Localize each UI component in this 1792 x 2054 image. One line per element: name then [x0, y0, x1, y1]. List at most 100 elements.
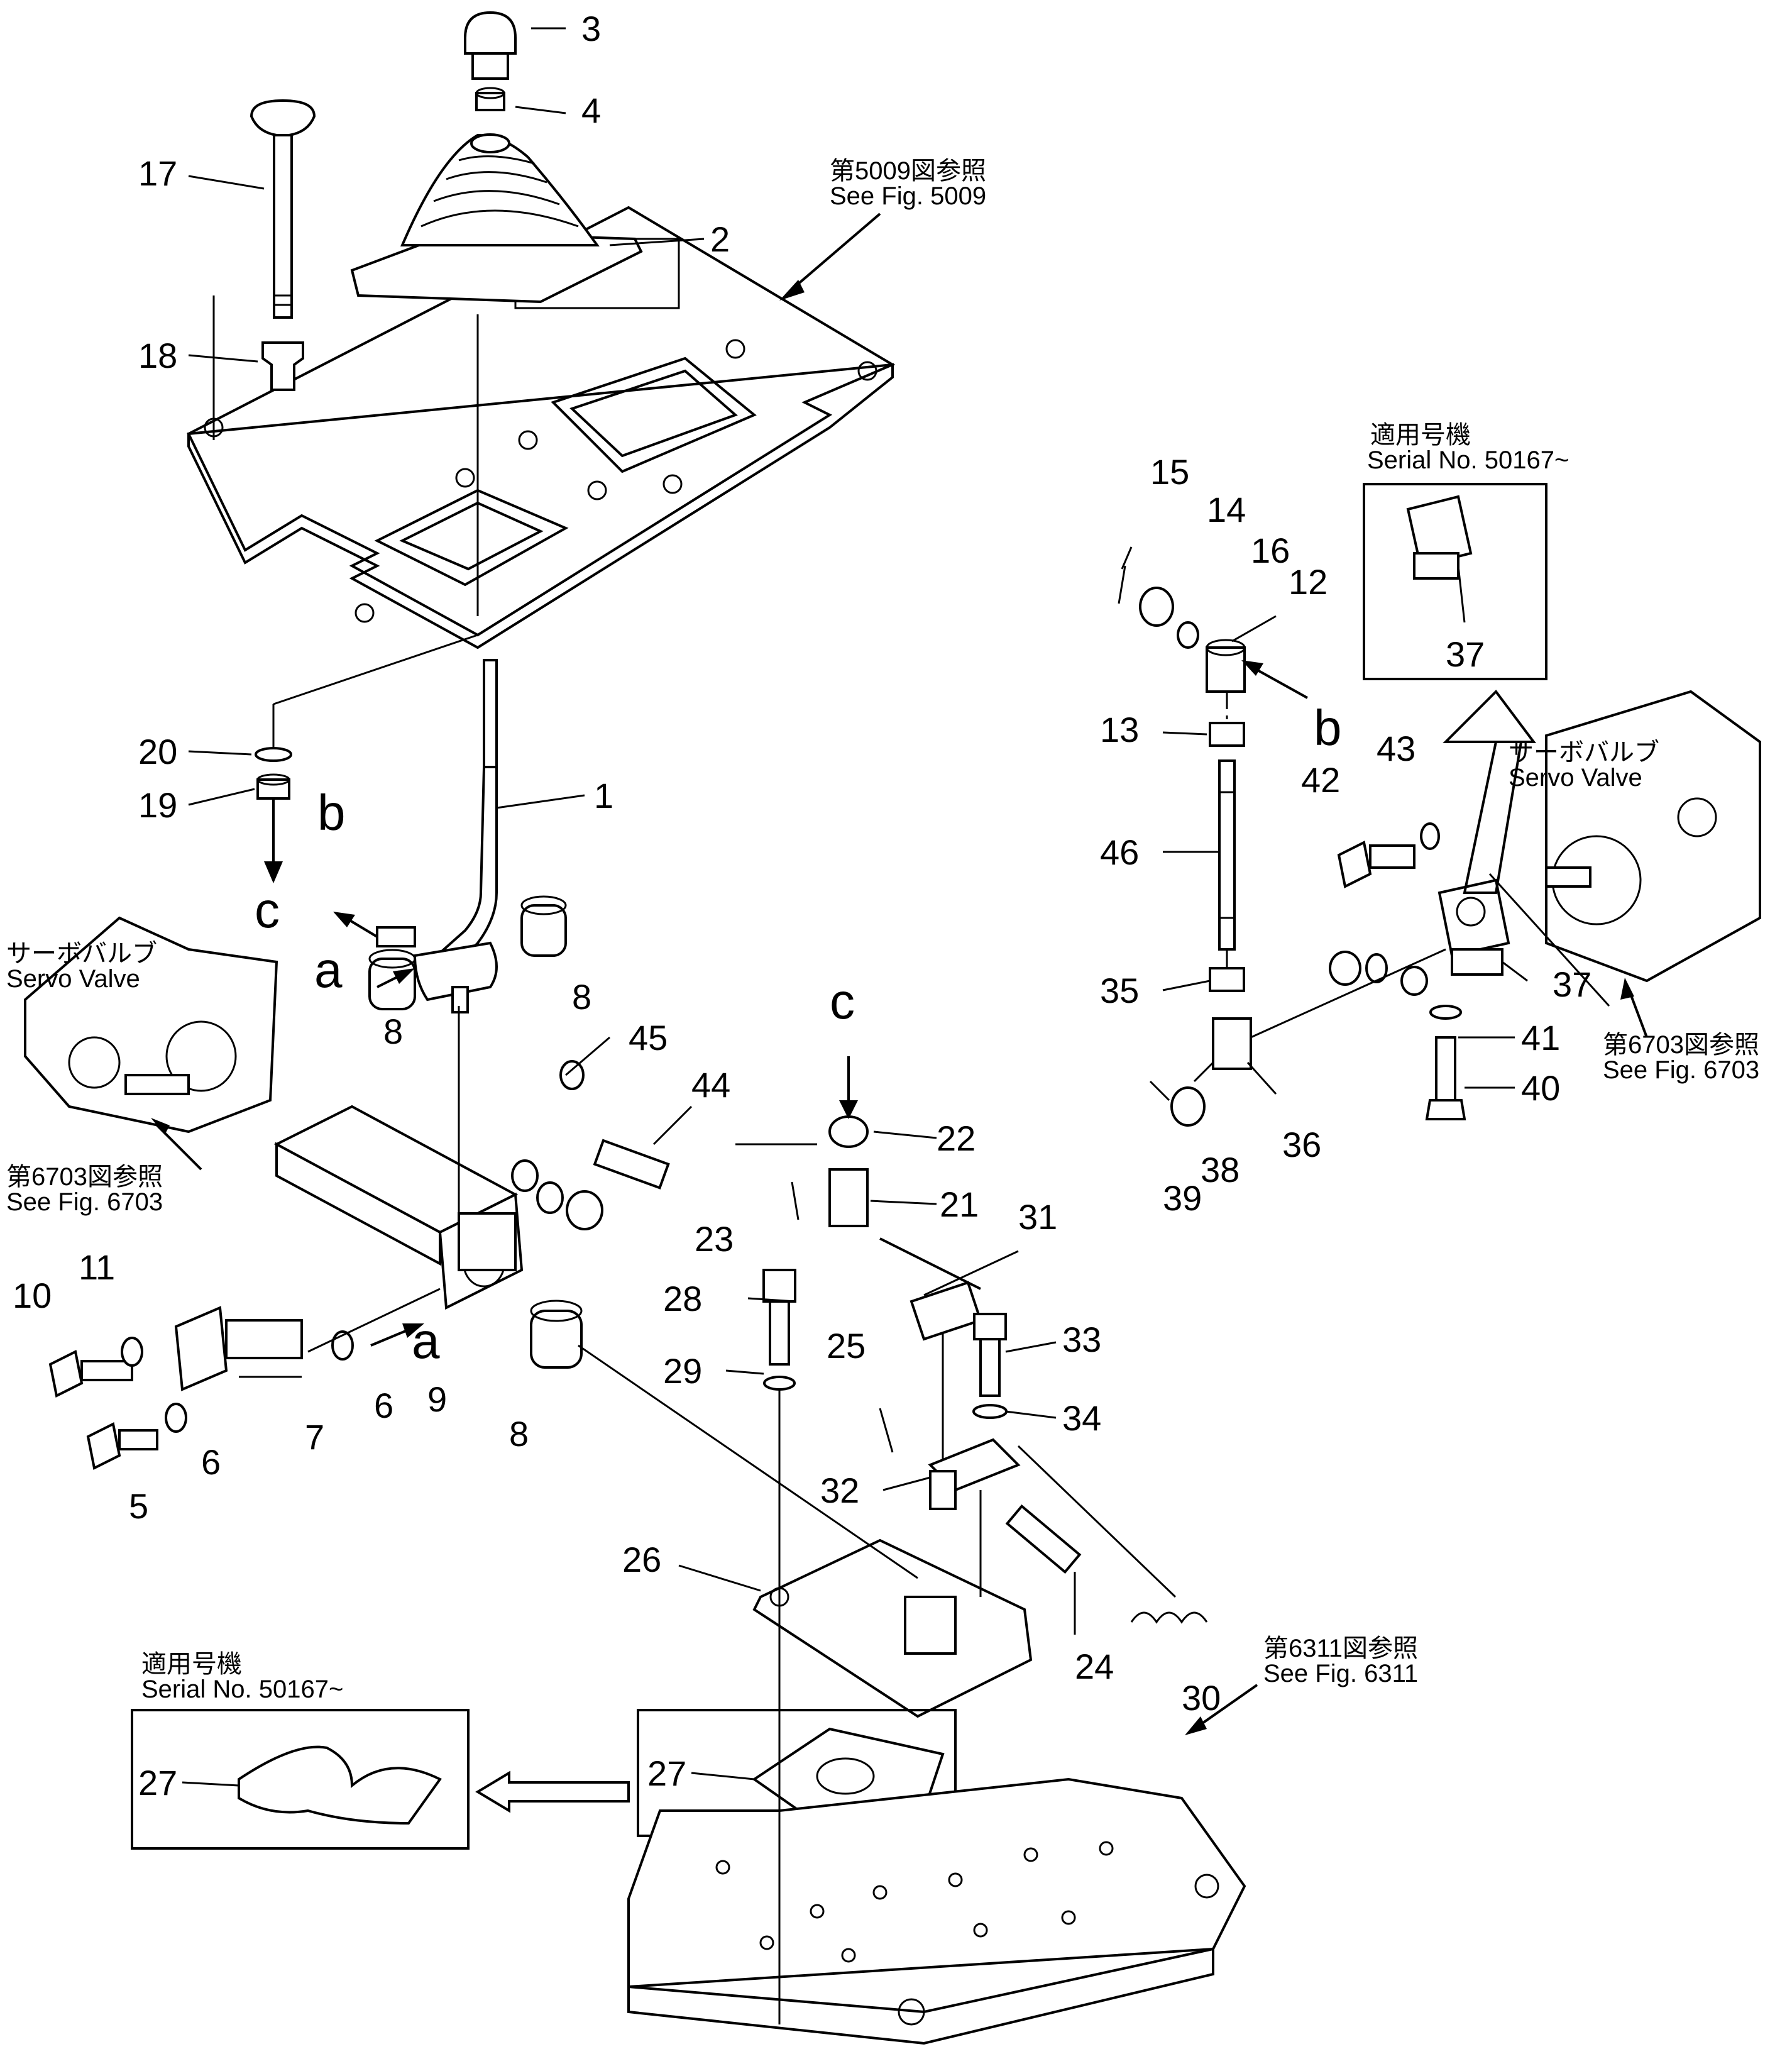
label-39: 39 [1163, 1178, 1202, 1218]
label-40: 40 [1521, 1068, 1560, 1108]
label-34: 34 [1062, 1398, 1101, 1438]
label-41: 41 [1521, 1018, 1560, 1057]
leader-lines [182, 27, 1528, 1787]
label-20: 20 [138, 732, 177, 771]
serial-right-jp: 適用号機 [1370, 421, 1471, 449]
label-1: 1 [594, 776, 613, 815]
label-27-center: 27 [647, 1753, 686, 1793]
cotter-pin-23 [791, 1181, 800, 1220]
bolt-10 [48, 1350, 133, 1398]
washer-right [1400, 966, 1428, 996]
washer-45 [559, 1060, 585, 1090]
label-4: 4 [581, 91, 601, 130]
label-6-b: 6 [374, 1386, 393, 1425]
label-16: 16 [1251, 531, 1290, 570]
washer-small [511, 1159, 539, 1192]
label-18: 18 [138, 336, 177, 375]
block-21 [828, 1168, 869, 1227]
label-42: 42 [1301, 760, 1340, 800]
console-plate [187, 206, 896, 649]
label-6-a: 6 [201, 1442, 221, 1482]
label-27-left: 27 [138, 1763, 177, 1803]
label-12: 12 [1289, 562, 1328, 602]
label-8-b: 8 [383, 1012, 403, 1051]
label-29: 29 [663, 1351, 702, 1391]
collar-18 [261, 341, 304, 391]
letter-a-left: a [314, 942, 343, 998]
arrows [151, 213, 1648, 1735]
letter-b-left: b [317, 785, 346, 841]
bracket-37 [1437, 878, 1510, 976]
shift-lever-boot [350, 133, 643, 304]
label-10: 10 [13, 1276, 52, 1315]
label-46: 46 [1100, 832, 1139, 872]
label-9: 9 [427, 1379, 447, 1419]
assembly-lines [239, 634, 1610, 2024]
washer-16 [1177, 621, 1199, 649]
label-26: 26 [622, 1540, 661, 1579]
nut-right [1329, 951, 1361, 986]
servo-valve-left [24, 916, 278, 1134]
valve-body [627, 1777, 1246, 2045]
nut-14 [1139, 587, 1174, 627]
serial-left-jp: 適用号機 [141, 1650, 242, 1678]
nut-22 [828, 1115, 869, 1148]
servo-right-jp: サーボバルブ [1509, 739, 1659, 766]
label-36: 36 [1282, 1125, 1321, 1164]
bolt-42 [1337, 841, 1415, 888]
inset-serial-right [1363, 483, 1547, 680]
label-31: 30 [1182, 1678, 1221, 1718]
label-30: 31 [1018, 1197, 1057, 1237]
reference-notes: 第5009図参照 See Fig. 5009 サーボバルブ Servo Valv… [6, 157, 1759, 1703]
label-37: 37 [1553, 964, 1591, 1004]
hollow-arrow-up-head [1443, 689, 1536, 743]
cotter-pin-39 [1149, 1080, 1170, 1102]
ref-6703-right-jp: 第6703図参照 [1603, 1031, 1759, 1059]
letter-a-bottom: a [412, 1313, 440, 1369]
label-28: 28 [663, 1279, 702, 1318]
servo-left-en: Servo Valve [6, 965, 140, 993]
lever-32 [928, 1438, 1021, 1510]
label-45: 45 [629, 1018, 668, 1057]
lever-30 [879, 1237, 982, 1341]
label-44: 44 [691, 1065, 730, 1105]
bracket-9 [273, 1105, 524, 1310]
label-2: 2 [710, 219, 730, 259]
label-37-inset: 37 [1446, 634, 1485, 674]
bolt-33 [973, 1313, 1007, 1397]
ref-6703-left-jp: 第6703図参照 [6, 1163, 163, 1191]
washer-43 [1420, 822, 1440, 850]
rod-end-36 [1212, 1017, 1252, 1070]
ref-6311-en: See Fig. 6311 [1263, 1660, 1418, 1687]
label-38: 38 [1201, 1150, 1240, 1190]
bolt-28 [762, 1269, 796, 1366]
ref-6703-left-en: See Fig. 6703 [6, 1188, 163, 1216]
label-43: 43 [1377, 729, 1415, 768]
lever-rod-17 [250, 99, 316, 319]
label-35: 35 [1100, 971, 1139, 1010]
ref-5009-jp: 第5009図参照 [830, 157, 986, 185]
nut-38 [1170, 1086, 1206, 1127]
serial-right-en: Serial No. 50167~ [1367, 446, 1569, 474]
washer-34 [972, 1404, 1008, 1419]
label-22: 22 [937, 1118, 976, 1158]
bushing-8-c [530, 1300, 583, 1369]
letter-c-left: c [255, 882, 280, 938]
part-labels: 3 4 2 17 18 1 20 19 8 8 8 45 44 10 11 5 … [13, 9, 1591, 1803]
plate-7 [174, 1306, 303, 1391]
nut-4 [475, 87, 505, 111]
cotter-pin-25 [879, 1408, 894, 1453]
plate-26 [752, 1538, 1033, 1718]
nut-13 [1209, 722, 1245, 747]
label-21: 21 [940, 1184, 979, 1224]
servo-right-en: Servo Valve [1509, 764, 1642, 792]
letter-c-center: c [830, 973, 855, 1029]
label-24: 24 [1075, 1647, 1114, 1686]
washer-41 [1429, 1005, 1462, 1020]
label-3: 3 [581, 9, 601, 48]
letter-callouts: b a c a c b [255, 700, 1342, 1369]
label-32: 32 [820, 1471, 859, 1510]
label-23: 23 [695, 1219, 734, 1259]
knob [464, 11, 517, 80]
